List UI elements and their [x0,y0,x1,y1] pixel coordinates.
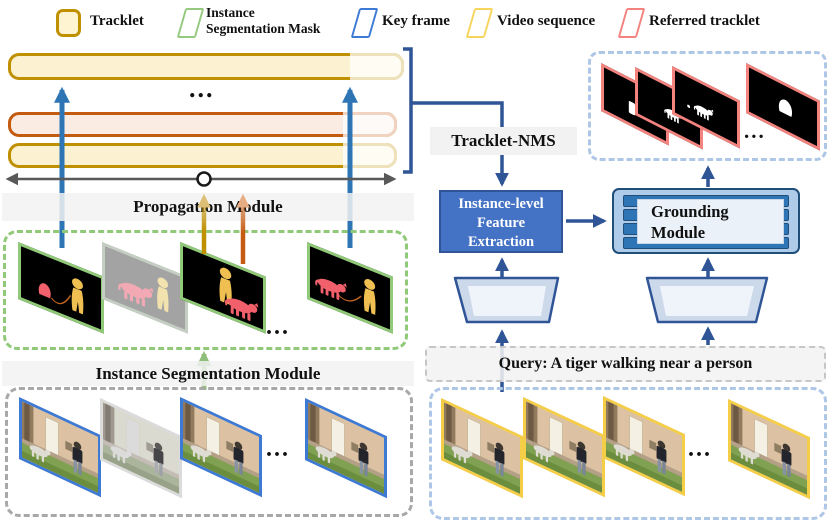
tracklet-bar-2-fade [343,112,397,137]
tracklet-nms-bar: Tracklet-NMS [430,127,577,155]
referred-legend-icon [617,8,646,38]
tracklet-bar-3 [8,143,397,168]
referred-ellipsis: ... [744,119,766,143]
propagation-module-label: Propagation Module [133,197,283,216]
video-sequence-box-right [429,387,827,520]
legend-label-tracklet: Tracklet [90,13,144,29]
ife-line-1: Instance-level [458,196,544,212]
video-left-ellipsis: ... [266,436,290,462]
grounding-module-box: Grounding Module [612,188,800,254]
video-right-ellipsis: ... [688,436,712,462]
query-text: Query: A tiger walking near a person [498,355,753,372]
tracklet-legend-icon [56,9,81,37]
grounding-line-2: Module [651,223,706,242]
grounding-line-1: Grounding [651,202,729,221]
ism-bar: Instance Segmentation Module [2,361,414,386]
propagation-module-bar: Propagation Module [2,193,414,221]
legend-label-keyframe: Key frame [382,13,450,29]
tracklet-ellipsis: ... [189,74,215,103]
ife-line-2: Feature [476,215,526,231]
tracklet-bar-3-fade [343,143,397,168]
tracklet-bar-2 [8,112,397,137]
mask-frame-4 [307,242,393,334]
mask-sequence-ellipsis: ... [266,314,290,340]
ism-label: Instance Segmentation Module [95,364,321,383]
video-legend-icon [465,8,494,38]
query-bar: Query: A tiger walking near a person [425,346,826,382]
tracklet-nms-label: Tracklet-NMS [451,131,556,150]
instance-feature-extraction-box: Instance-level Feature Extraction [439,190,563,253]
ife-line-3: Extraction [467,234,535,250]
mask-legend-icon [176,8,205,38]
referred-mask-3 [672,66,740,149]
legend-label-video: Video sequence [497,13,596,29]
tracklet-bar-1 [8,53,404,80]
timeline-current-marker [196,171,212,187]
referred-mask-1 [601,63,669,146]
legend-label-referred: Referred tracklet [649,13,760,29]
video-sequence-box-left [5,387,413,517]
grounding-label-plate: Grounding Module [637,199,784,244]
mask-frame-1 [18,242,104,334]
legend-label-mask: Instance Segmentation Mask [206,5,321,36]
keyframe-legend-icon [350,8,379,38]
text-encoder-trapezoid [645,276,769,324]
referred-tracklet-box [588,51,827,161]
tracklet-group-bracket [403,47,413,174]
tracklet-bar-1-fade [350,53,404,80]
visual-encoder-trapezoid [453,276,560,324]
